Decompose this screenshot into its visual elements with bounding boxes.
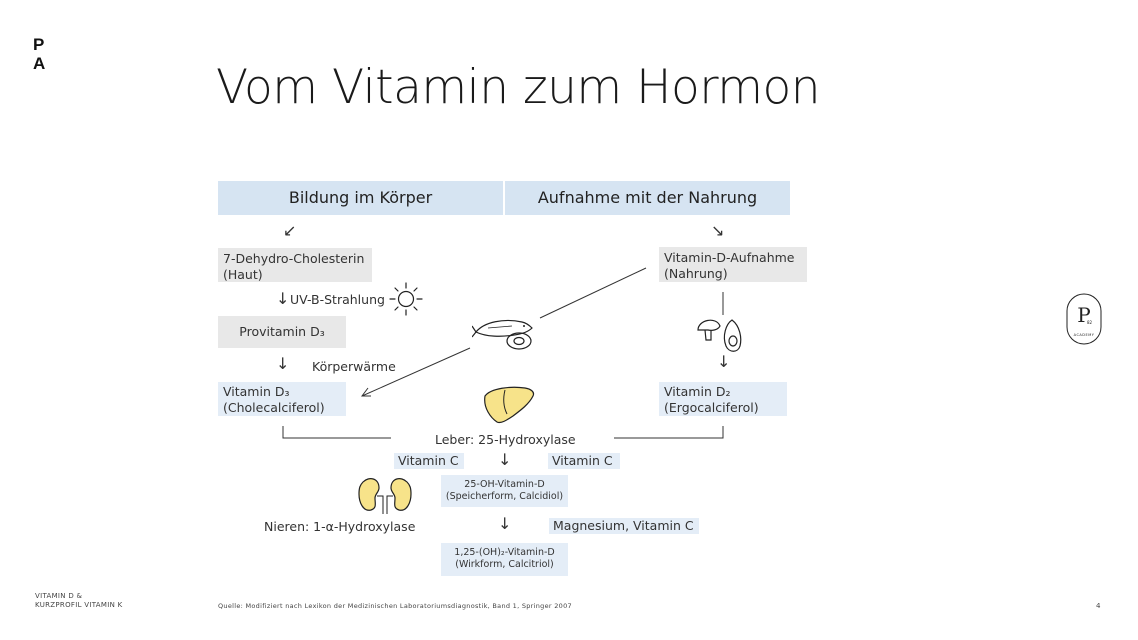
- label-uv-b-strahlung: UV-B-Strahlung: [290, 292, 385, 307]
- connector-vitd3-leber: [282, 426, 391, 439]
- header-bildung-im-koerper: Bildung im Körper: [218, 181, 503, 215]
- arrow-down-koerperwaerme: ↓: [276, 354, 290, 373]
- logo-letter-p: P: [33, 35, 45, 54]
- mushroom-avocado-icon: [697, 319, 742, 352]
- node-calcitriol-line1: 1,25-(OH)₂-Vitamin-D: [454, 547, 555, 558]
- egg-icon: [506, 332, 532, 350]
- arrow-down-calcidiol: ↓: [498, 450, 512, 469]
- footer-section-label: VITAMIN D & KURZPROFIL VITAMIN K: [35, 592, 123, 610]
- footer-line2: KURZPROFIL VITAMIN K: [35, 601, 123, 609]
- liver-icon: [484, 386, 535, 424]
- node-vitamin-d2-line1: Vitamin D₂: [664, 384, 731, 399]
- arrowhead-vitd3: [361, 387, 371, 397]
- label-vitamin-c-right: Vitamin C: [548, 453, 620, 469]
- footer-line1: VITAMIN D &: [35, 592, 83, 600]
- arrow-down-left: ↙: [283, 221, 297, 240]
- arrow-down-right: ↘: [711, 221, 725, 240]
- node-7-dehydro-line1: 7-Dehydro-Cholesterin: [223, 251, 365, 266]
- sun-icon: [389, 282, 423, 316]
- fish-icon: [472, 319, 533, 338]
- page-number: 4: [1096, 602, 1101, 610]
- node-7-dehydro-cholesterin: 7-Dehydro-Cholesterin (Haut): [218, 248, 372, 282]
- footer-source: Quelle: Modifiziert nach Lexikon der Med…: [218, 602, 572, 610]
- connector-fish-vitd3: [361, 347, 471, 397]
- node-vitamin-d3: Vitamin D₃ (Cholecalciferol): [218, 382, 346, 416]
- connector-nahrung-fish: [539, 267, 647, 319]
- badge-ring-text: ACADEMY: [1073, 333, 1095, 337]
- header-aufnahme-nahrung: Aufnahme mit der Nahrung: [505, 181, 790, 215]
- label-koerperwaerme: Körperwärme: [312, 359, 396, 374]
- node-calcidiol-line2: (Speicherform, Calcidiol): [445, 491, 564, 502]
- arrow-down-uvb: ↓: [276, 289, 290, 308]
- node-25-oh-vitamin-d: 25-OH-Vitamin-D (Speicherform, Calcidiol…: [441, 475, 568, 507]
- page-title: Vom Vitamin zum Hormon: [216, 60, 821, 115]
- brand-logo: P A: [33, 35, 45, 73]
- node-vitamin-d2-line2: (Ergocalciferol): [664, 400, 759, 415]
- node-vitamin-d-aufnahme: Vitamin-D-Aufnahme (Nahrung): [659, 247, 807, 282]
- node-calcitriol-line2: (Wirkform, Calcitriol): [455, 559, 554, 570]
- badge-letter: P: [1077, 303, 1091, 327]
- node-aufnahme-line1: Vitamin-D-Aufnahme: [664, 250, 795, 265]
- arrow-down-vitd2: ↓: [717, 352, 731, 371]
- label-magnesium-vitamin-c: Magnesium, Vitamin C: [549, 518, 699, 534]
- node-aufnahme-line2: (Nahrung): [664, 266, 728, 281]
- node-vitamin-d3-line2: (Cholecalciferol): [223, 400, 325, 415]
- academy-badge-logo: [1066, 293, 1102, 345]
- badge-number: 82: [1087, 320, 1093, 325]
- arrow-down-calcitriol: ↓: [498, 514, 512, 533]
- node-7-dehydro-line2: (Haut): [223, 267, 263, 282]
- logo-letter-a: A: [33, 54, 46, 73]
- connector-vitd2-leber: [614, 426, 724, 439]
- node-vitamin-d3-line1: Vitamin D₃: [223, 384, 290, 399]
- node-125-oh2-vitamin-d: 1,25-(OH)₂-Vitamin-D (Wirkform, Calcitri…: [441, 543, 568, 576]
- node-calcidiol-line1: 25-OH-Vitamin-D: [464, 479, 545, 490]
- label-leber-25-hydroxylase: Leber: 25-Hydroxylase: [435, 432, 576, 447]
- kidney-icon: [358, 478, 412, 514]
- label-vitamin-c-left: Vitamin C: [394, 453, 464, 469]
- node-vitamin-d2: Vitamin D₂ (Ergocalciferol): [659, 382, 787, 416]
- node-provitamin-d3: Provitamin D₃: [218, 316, 346, 348]
- label-nieren-hydroxylase: Nieren: 1-α-Hydroxylase: [264, 519, 416, 534]
